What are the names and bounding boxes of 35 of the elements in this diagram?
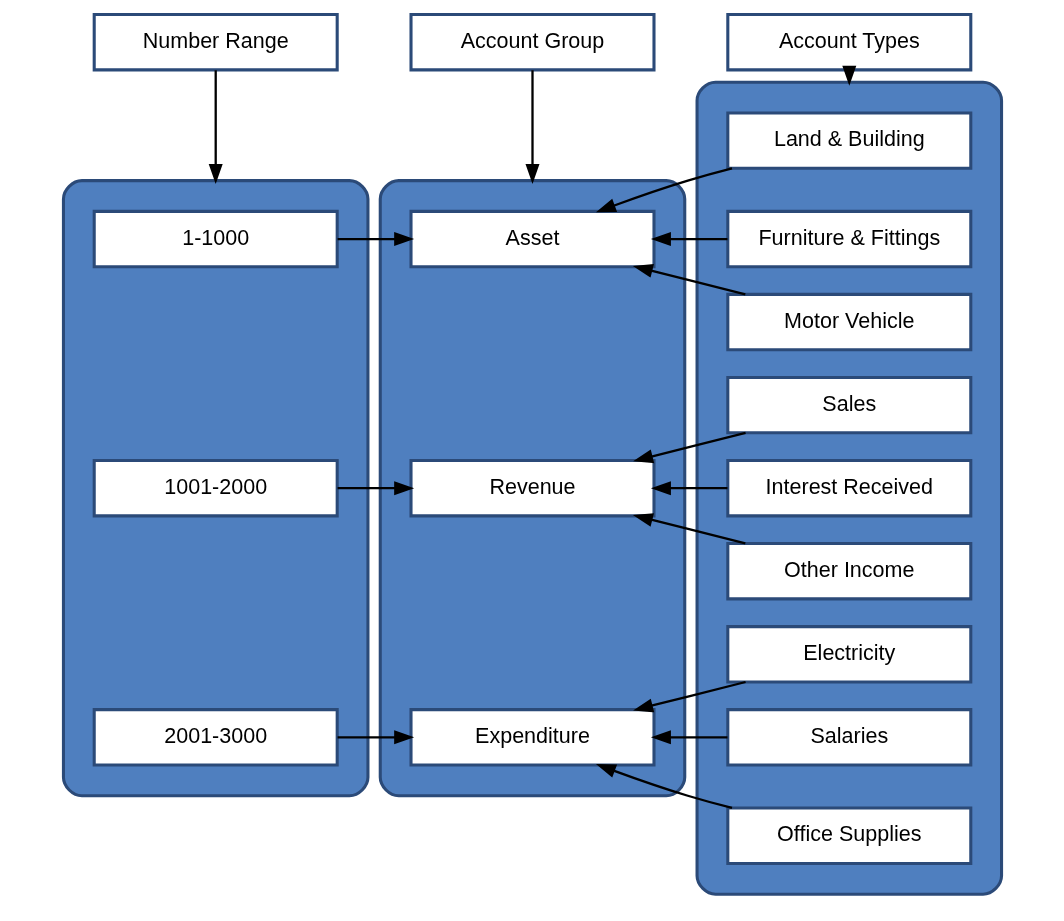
node-box: Revenue bbox=[408, 458, 656, 518]
arrow bbox=[595, 764, 732, 810]
node-box: 1-1000 bbox=[92, 209, 339, 269]
arrow bbox=[337, 730, 414, 745]
arrow bbox=[650, 232, 727, 247]
arrow bbox=[841, 65, 856, 86]
arrow bbox=[337, 232, 414, 247]
node-box: 1001-2000 bbox=[92, 458, 339, 518]
node-box: Sales bbox=[725, 375, 972, 435]
node-box: Motor Vehicle bbox=[725, 292, 972, 352]
arrow bbox=[208, 70, 223, 185]
arrow bbox=[632, 680, 746, 713]
cluster bbox=[61, 179, 369, 798]
arrow bbox=[632, 513, 746, 545]
node-box: Asset bbox=[408, 209, 656, 269]
node-box: Land & Building bbox=[725, 111, 972, 170]
arrow bbox=[595, 167, 732, 213]
arrow bbox=[650, 730, 727, 745]
node-box: Number Range bbox=[92, 13, 339, 72]
node-box: Furniture & Fittings bbox=[725, 209, 972, 269]
node-box: Account Group bbox=[408, 13, 656, 72]
arrow bbox=[632, 431, 746, 464]
node-box: Expenditure bbox=[408, 708, 656, 767]
arrow bbox=[525, 70, 539, 185]
node-box: Office Supplies bbox=[725, 806, 972, 865]
node-box: Interest Received bbox=[725, 458, 972, 518]
arrow bbox=[337, 481, 414, 496]
node-box: Salaries bbox=[725, 708, 972, 767]
cluster bbox=[378, 179, 686, 798]
node-box: Electricity bbox=[725, 625, 972, 684]
arrow bbox=[650, 481, 727, 496]
node-box: Other Income bbox=[725, 542, 972, 601]
arrow bbox=[632, 264, 746, 296]
node-box: 2001-3000 bbox=[92, 708, 339, 767]
cluster bbox=[695, 80, 1003, 896]
